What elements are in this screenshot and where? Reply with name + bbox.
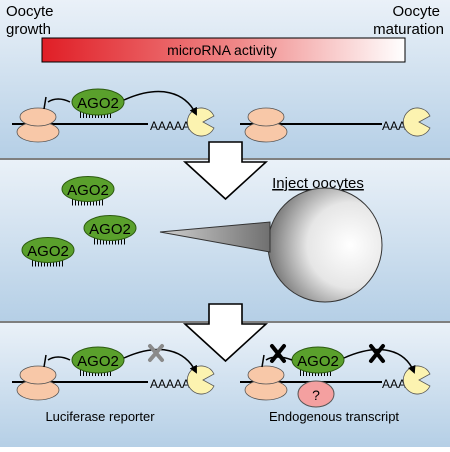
ago2-label: AGO2 — [77, 353, 119, 370]
ago2-label: AGO2 — [297, 353, 339, 370]
free-ago2-3: AGO2 — [21, 237, 75, 267]
unknown-factor-label: ? — [312, 387, 320, 403]
injection-needle — [159, 221, 271, 253]
endogenous-transcript-caption: Endogenous transcript — [269, 409, 399, 424]
ago2-label: AGO2 — [27, 243, 69, 260]
microrna-activity-bar — [41, 37, 406, 63]
polya-tail: AAAAA — [150, 377, 190, 391]
deadenylation-arrow — [343, 348, 416, 374]
transcript-repressed: AGO2 AAAAA — [12, 88, 215, 143]
luciferase-reporter-caption: Luciferase reporter — [45, 409, 155, 424]
ago2-complex — [21, 237, 75, 263]
ribosome-large-subunit — [19, 365, 57, 385]
oocyte-maturation-label-line2: maturation — [373, 21, 444, 38]
ribosome-large-subunit — [19, 107, 57, 127]
ago2-complex — [71, 88, 125, 116]
polya-tail: AAAAA — [150, 119, 190, 133]
transition-arrow-2 — [182, 303, 269, 363]
ago2-complex — [83, 215, 137, 241]
inject-oocytes-label: Inject oocytes — [272, 175, 364, 192]
transition-arrow-1 — [182, 141, 269, 201]
ago2-label: AGO2 — [77, 95, 119, 112]
ribosome-large-subunit — [247, 365, 285, 385]
luciferase-reporter-schematic: AGO2 AAAAA — [12, 344, 215, 401]
repression-bar — [43, 96, 47, 110]
cap-binding-icon — [403, 107, 431, 137]
ribosome-large-subunit — [247, 107, 285, 127]
oocyte-growth-label-line1: Oocyte — [6, 3, 54, 20]
blocked-x-icon — [148, 344, 164, 362]
oocyte — [267, 187, 383, 303]
transcript-active: AAAAA — [240, 107, 431, 143]
microrna-activity-label: microRNA activity — [167, 42, 277, 58]
repression-bar — [43, 354, 47, 368]
oocyte-maturation-label-line1: Oocyte — [392, 3, 440, 20]
free-ago2-2: AGO2 — [83, 215, 137, 245]
repression-arc — [47, 98, 71, 103]
blocked-x-icon — [270, 344, 286, 363]
free-ago2-1: AGO2 — [61, 176, 115, 206]
oocyte-growth-label-line2: growth — [6, 21, 51, 38]
ago2-label: AGO2 — [89, 221, 131, 238]
repression-bar — [261, 354, 265, 368]
ago2-complex — [71, 346, 125, 374]
panel-top — [0, 0, 450, 158]
unknown-factor — [297, 380, 335, 408]
blocked-x-icon — [369, 344, 385, 363]
repression-arc — [47, 356, 71, 361]
endogenous-transcript-schematic: ? AGO2 AAAAA — [240, 344, 431, 408]
ago2-label: AGO2 — [67, 182, 109, 199]
ago2-complex — [61, 176, 115, 202]
deadenylation-arrow — [123, 90, 197, 116]
deadenylation-arrow — [123, 348, 197, 374]
